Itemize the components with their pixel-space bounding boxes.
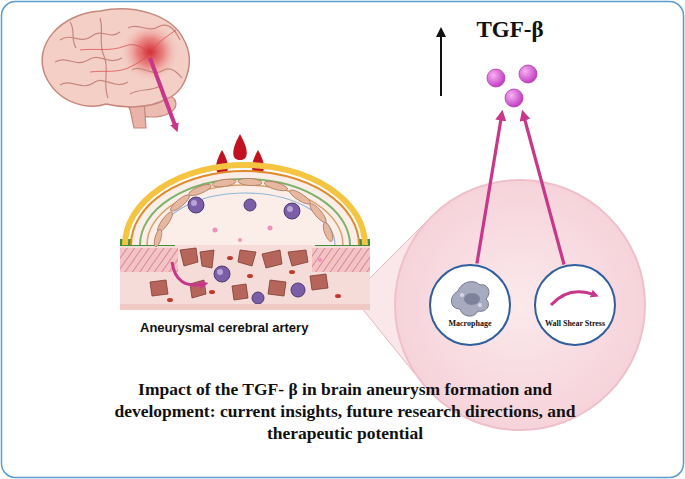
aneurysm-illustration-part-part [153, 229, 163, 248]
brain-illustration-part [80, 30, 176, 72]
brain-arrow [150, 58, 176, 128]
aneurysm-illustration-part-part [180, 248, 198, 266]
brain-illustration-part-part [90, 52, 150, 72]
macrophage-shape-part [464, 293, 480, 305]
aneurysm-illustration-part [120, 304, 370, 310]
molecule-shape-part [487, 69, 505, 87]
aneurysm-illustration-part-part [188, 197, 204, 213]
aneurysm-illustration-part-part [252, 292, 264, 304]
aneurysm-illustration-part-part [167, 298, 173, 302]
aneurysm-illustration-part-part [268, 280, 286, 296]
brain-illustration-part-part [60, 32, 120, 40]
node-heading: TGF-β [458, 16, 562, 44]
brain-illustration-part-part [70, 22, 76, 48]
shear-shape-part [535, 265, 615, 345]
aneurysm-illustration-part [150, 248, 328, 300]
aneurysm-illustration-part-part [321, 221, 334, 242]
aneurysm-illustration-part-part [308, 202, 329, 225]
aneurysm-illustration-part-part [238, 178, 262, 187]
aneurysm-illustration-part-part [335, 294, 341, 298]
macrophage-shape-part [460, 293, 464, 297]
blood-drops-part [233, 134, 247, 160]
aneurysm-illustration-part [188, 197, 305, 304]
aneurysm-illustration-part-part [227, 256, 233, 260]
macrophage-shape-part [430, 265, 510, 345]
brain-illustration-part-part [55, 57, 122, 62]
aneurysm-illustration-part-part [310, 274, 328, 290]
aneurysm-illustration-part-part [289, 270, 295, 274]
macrophage-shape-part [478, 303, 482, 307]
aneurysm-illustration-part-part [247, 274, 253, 278]
molecule-shape-part [505, 89, 523, 107]
macrophage-shape [428, 263, 512, 347]
aneurysm-illustration-part-part [244, 199, 256, 211]
connector-arrow [477, 114, 502, 264]
aneurysm-illustration-part-part [191, 200, 197, 206]
increase-arrow [440, 32, 442, 96]
aneurysm-illustration [120, 165, 370, 310]
aneurysm-illustration-part-part [238, 250, 256, 266]
aneurysm-illustration-part [167, 256, 341, 302]
aneurysm-illustration-part [131, 171, 359, 245]
aneurysm-illustration-part-part [209, 290, 215, 294]
aneurysm-illustration-part-part [284, 203, 300, 219]
aneurysm-illustration-part [191, 200, 293, 275]
aneurysm-illustration-part-part [264, 179, 289, 192]
molecule-shape-part [519, 65, 537, 83]
aneurysm-illustration-part-part [150, 280, 168, 296]
aneurysm-illustration-part-part [291, 283, 305, 297]
aneurysm-illustration-part [120, 245, 370, 307]
shear-stress-circle: Wall Shear Stress [533, 263, 617, 347]
aneurysm-illustration-part-part [213, 228, 218, 233]
aneurysm-illustration-part-part [214, 266, 230, 282]
macrophage-circle: Macrophage [428, 263, 512, 347]
aneurysm-illustration-part [172, 262, 204, 285]
aneurysm-illustration-part-part [217, 269, 223, 275]
shear-shape-part [551, 292, 595, 305]
aneurysm-illustration-part-part [288, 250, 308, 266]
shear-shape [533, 263, 617, 347]
brain-illustration-part-part [150, 30, 176, 52]
zoom-inset-part [395, 180, 645, 430]
growth-factor-node: TGF-β [458, 16, 562, 114]
aneurysm-illustration-part [213, 226, 323, 263]
aneurysm-illustration-part [140, 179, 350, 245]
part-label: Aneurysmal cerebral artery [140, 320, 308, 335]
blood-drops-part [216, 150, 228, 174]
aneurysm-illustration-part-part [200, 250, 214, 268]
aneurysm-illustration-part [120, 248, 178, 272]
brain-illustration-part-part [80, 45, 150, 52]
node-label: Wall Shear Stress [533, 319, 617, 329]
node-label: Macrophage [428, 319, 512, 329]
aneurysm-illustration-part-part [268, 226, 273, 231]
brain-illustration-part-part [60, 80, 128, 85]
aneurysm-illustration-part-part [238, 238, 242, 242]
figure-caption: Impact of the TGF- β in brain aneurysm f… [95, 378, 595, 444]
aneurysm-illustration-part-part [262, 250, 282, 268]
aneurysm-illustration-part-part [232, 284, 248, 300]
aneurysm-illustration-part [153, 178, 335, 248]
brain-illustration-part-part [130, 86, 160, 94]
aneurysm-illustration-part [312, 248, 370, 272]
brain-illustration-part [55, 18, 182, 98]
aneurysm-illustration-part-part [287, 206, 293, 212]
zoom-inset [352, 180, 645, 430]
aneurysm-illustration-part-part [188, 182, 213, 197]
brain-illustration [42, 9, 189, 128]
aneurysm-illustration-part-part [318, 258, 322, 262]
brain-illustration-part-part [100, 18, 108, 98]
brain-illustration-part [120, 22, 180, 82]
macrophage-shape-part [451, 282, 488, 316]
brain-illustration-part [42, 9, 189, 107]
connector-arrow [523, 114, 564, 264]
aneurysm-illustration-part [147, 185, 343, 245]
aneurysm-illustration-part-part [212, 178, 237, 188]
